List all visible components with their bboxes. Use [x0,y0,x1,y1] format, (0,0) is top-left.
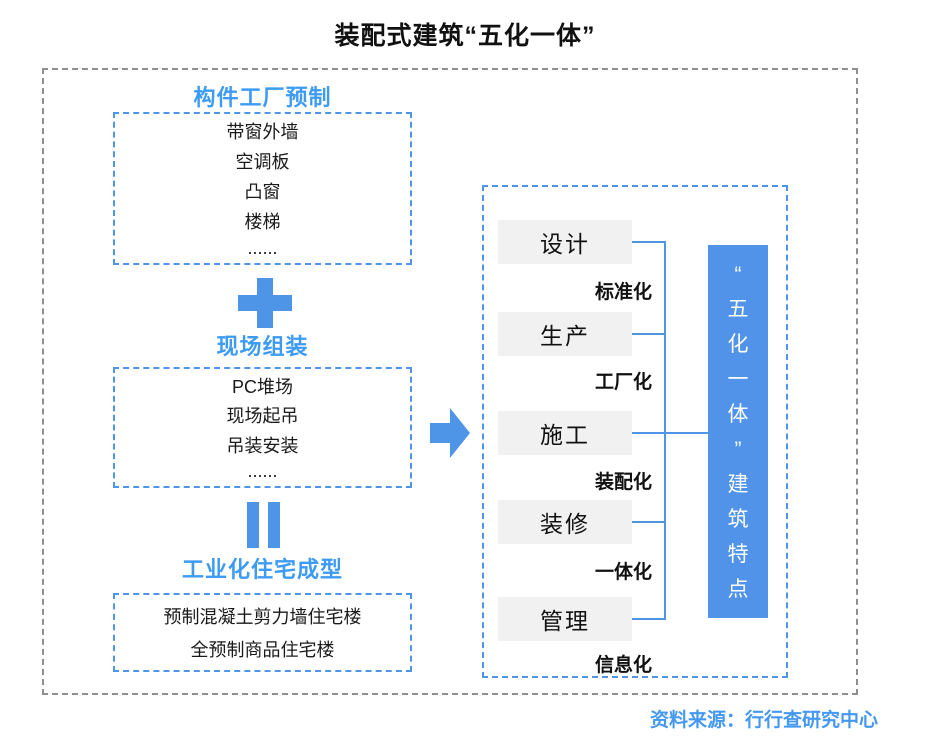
feature-label-assembly: 装配化 [594,472,652,493]
equals-icon [247,502,281,548]
stage-item: 现场起吊 [226,406,299,427]
stage-box-factory-prefab: 带窗外墙 空调板 凸窗 楼梯 ...... [113,112,412,265]
process-box-decoration: 装修 [498,500,632,544]
stage-item: 带窗外墙 [226,122,299,142]
result-char: “ [734,262,742,286]
plus-icon-horizontal-bar [238,295,292,311]
connector-line [632,333,666,335]
stage-item: 凸窗 [244,182,281,202]
result-char: 建 [727,472,749,496]
stage-box-site-assembly: PC堆场 现场起吊 吊装安装 ...... [113,367,412,488]
result-char: 点 [727,577,749,601]
result-char: 体 [727,402,749,426]
stage-heading-site-assembly: 现场组装 [216,334,309,359]
stage-item-ellipsis: ...... [247,238,278,258]
plus-icon [238,278,292,328]
stage-item: 预制混凝土剪力墙住宅楼 [163,606,362,627]
stage-heading-industrialized-housing: 工业化住宅成型 [181,557,343,582]
connector-line [632,521,666,523]
result-char: 特 [727,542,749,566]
stage-item: PC堆场 [231,376,293,397]
stage-item: 空调板 [235,152,290,172]
arrow-shaft [430,423,451,443]
stage-heading-factory-prefab: 构件工厂预制 [193,85,332,110]
feature-label-integration: 一体化 [594,562,652,583]
result-char: 一 [727,367,749,391]
result-char: 化 [727,332,749,356]
equals-icon-bar [268,502,280,548]
process-box-design: 设计 [498,220,632,264]
source-attribution: 资料来源：行行查研究中心 [649,710,878,731]
stage-item: 楼梯 [244,212,281,232]
result-char: ” [734,437,742,461]
connector-line [632,432,708,434]
stage-item: 吊装安装 [226,435,299,456]
arrow-right-icon [430,408,470,458]
process-box-management: 管理 [498,597,632,641]
result-char: 筑 [727,507,749,531]
feature-label-information: 信息化 [594,655,652,676]
outer-dashed-frame [42,68,858,695]
connector-line-vertical [664,241,666,620]
result-box-five-in-one: “ 五 化 一 体 ” 建 筑 特 点 [708,245,768,618]
equals-icon-bar [247,502,259,548]
stage-item: 全预制商品住宅楼 [190,640,335,661]
process-box-production: 生产 [498,312,632,356]
stage-box-industrialized-housing: 预制混凝土剪力墙住宅楼 全预制商品住宅楼 [113,593,412,672]
feature-label-factory: 工厂化 [594,372,652,393]
process-box-construction: 施工 [498,411,632,455]
result-char: 五 [727,297,749,321]
connector-line [632,618,666,620]
feature-label-standardization: 标准化 [594,282,652,303]
stage-item-ellipsis: ...... [247,461,278,482]
page-title: 装配式建筑“五化一体” [334,22,596,50]
arrow-head [450,408,470,458]
connector-line [632,241,666,243]
